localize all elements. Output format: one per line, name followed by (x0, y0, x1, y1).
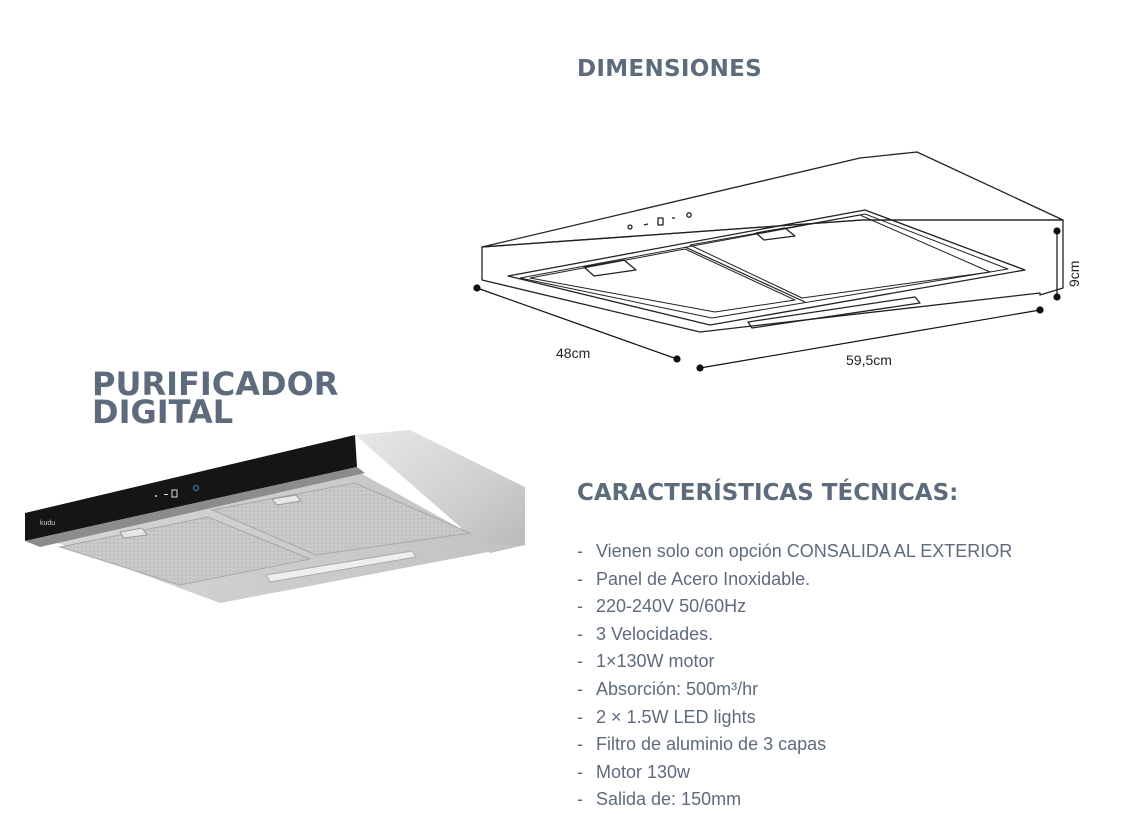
spec-text: 2 × 1.5W LED lights (596, 706, 756, 727)
height-label: 9cm (1066, 261, 1082, 287)
spec-text: Panel de Acero Inoxidable. (596, 568, 811, 589)
brand-logo: kudu (40, 520, 55, 527)
bullet-dash: - (577, 678, 583, 699)
spec-item: -Absorción: 500m³/hr (577, 676, 1012, 704)
product-title-line2: DIGITAL (92, 393, 234, 431)
spec-item: -220-240V 50/60Hz (577, 593, 1012, 621)
spec-item: -3 Velocidades. (577, 621, 1012, 649)
spec-text: Absorción: 500m³/hr (596, 678, 759, 699)
spec-text: Motor 130w (596, 761, 691, 782)
spec-item: -Panel de Acero Inoxidable. (577, 566, 1012, 594)
hood-product-photo: kudu (25, 430, 525, 603)
specs-title: CARACTERÍSTICAS TÉCNICAS: (577, 480, 959, 506)
bullet-dash: - (577, 568, 583, 589)
spec-text: Vienen solo con opción CONSALIDA AL EXTE… (596, 541, 1013, 561)
spec-text: 3 Velocidades. (596, 623, 714, 644)
specs-list: -Vienen solo con opción CONSALIDA AL EXT… (577, 538, 1012, 814)
spec-text: 220-240V 50/60Hz (596, 596, 747, 617)
spec-item: -2 × 1.5W LED lights (577, 704, 1012, 732)
bullet-dash: - (577, 706, 583, 727)
spec-item: -Salida de: 150mm (577, 786, 1012, 814)
bullet-dash: - (577, 623, 583, 644)
depth-label: 48cm (556, 345, 590, 361)
product-title: PURIFICADOR DIGITAL (92, 365, 339, 431)
spec-text: Filtro de aluminio de 3 capas (596, 734, 827, 755)
hood-dimensions-diagram: 48cm 59,5cm 9cm (473, 151, 1082, 372)
bullet-dash: - (577, 761, 583, 782)
spec-text: Salida de: 150mm (596, 789, 742, 810)
spec-item: -Vienen solo con opción CONSALIDA AL EXT… (577, 538, 1012, 566)
bullet-dash: - (577, 541, 583, 561)
spec-item: -Motor 130w (577, 759, 1012, 787)
dimensions-title: DIMENSIONES (577, 56, 762, 82)
bullet-dash: - (577, 734, 583, 755)
spec-item: -Filtro de aluminio de 3 capas (577, 731, 1012, 759)
spec-item: -1×130W motor (577, 648, 1012, 676)
bullet-dash: - (577, 596, 583, 617)
spec-text: 1×130W motor (596, 651, 715, 672)
width-label: 59,5cm (846, 352, 892, 368)
bullet-dash: - (577, 789, 583, 810)
bullet-dash: - (577, 651, 583, 672)
product-title-line1: PURIFICADOR (92, 365, 339, 403)
